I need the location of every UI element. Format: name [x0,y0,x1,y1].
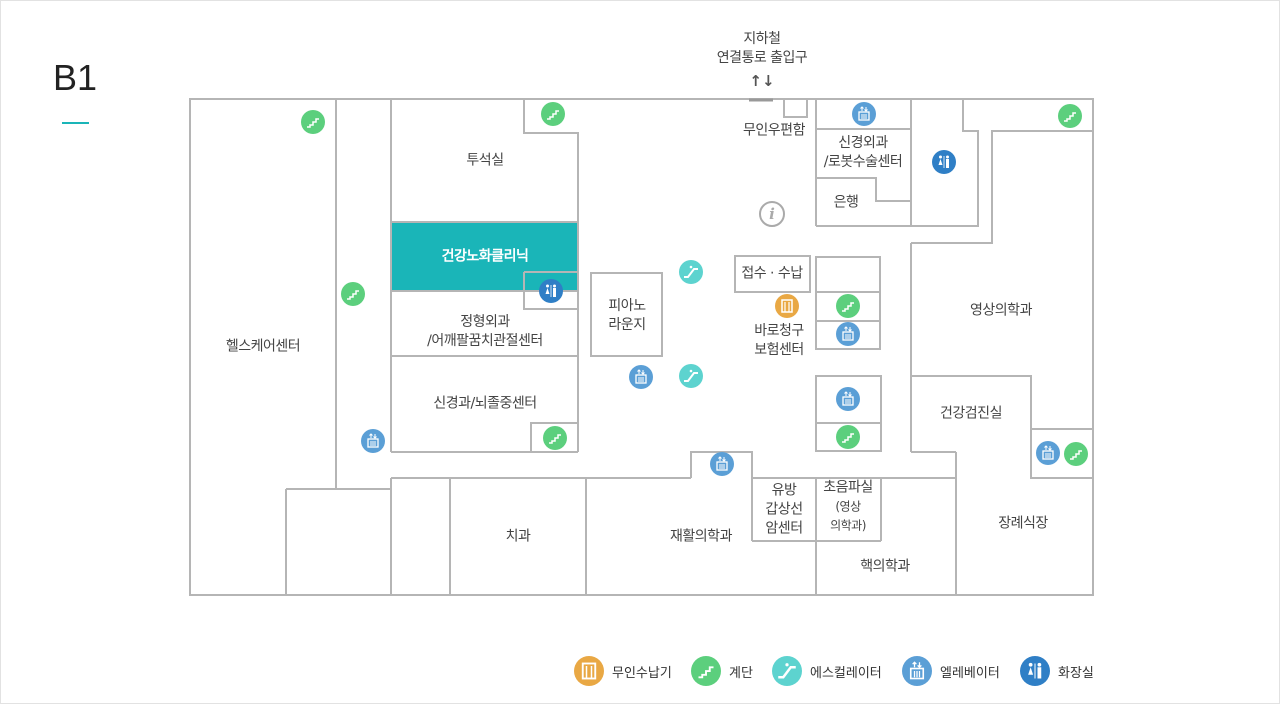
restroom-icon[interactable] [932,150,956,174]
stairs-icon[interactable] [1064,442,1088,466]
legend-label: 계단 [729,665,753,681]
elevator-icon[interactable] [361,429,385,453]
stairs-icon[interactable] [301,110,325,134]
escalator-icon[interactable] [679,364,703,388]
insurance-line2: 보험센터 [754,342,804,358]
legend-kiosk: 무인수납기 [574,656,672,686]
elevator-icon[interactable] [710,452,734,476]
breast-line3: 암센터 [765,520,803,537]
up-down-arrows-icon: ↑↓ [749,72,775,90]
payment-kiosk-icon [574,656,604,686]
piano-line2: 라운지 [608,317,646,333]
subway-entrance-line1: 지하철 [743,31,781,47]
ultrasound-line2: (영상 [835,499,861,514]
ultrasound-line3: 의학과) [830,518,866,533]
room-neurology: 신경과/뇌졸중센터 [433,395,537,412]
elevator-icon [902,656,932,686]
room-mailbox: 무인우편함 [743,122,805,139]
room-funeral-hall: 장례식장 [998,515,1048,532]
legend-escalator: 에스컬레이터 [772,656,882,686]
legend-label: 에스컬레이터 [810,665,882,681]
neurosurgery-line2: /로봇수술센터 [823,154,903,170]
piano-line1: 피아노 [608,298,646,314]
room-bank: 은행 [833,194,859,211]
escalator-icon [772,656,802,686]
floor-title-underline [62,122,89,124]
payment-kiosk-icon[interactable] [775,294,799,318]
stairs-icon[interactable] [543,426,567,450]
subway-entrance-label: 지하철 연결통로 출입구 [717,30,808,68]
orthopedics-line2: /어깨팔꿈치관절센터 [427,333,543,349]
stairs-icon[interactable] [541,102,565,126]
room-neurosurgery: 신경외과/로봇수술센터 [824,134,903,172]
legend-label: 엘레베이터 [940,665,1000,681]
legend-restroom: 화장실 [1020,656,1094,686]
room-aging-clinic: 건강노화클리닉 [441,248,529,265]
orthopedics-line1: 정형외과 [460,314,510,330]
restroom-icon [1020,656,1050,686]
elevator-icon[interactable] [1036,441,1060,465]
stairs-icon[interactable] [341,282,365,306]
insurance-line1: 바로청구 [754,323,804,339]
escalator-icon[interactable] [679,260,703,284]
room-healthcare-center: 헬스케어센터 [225,338,301,355]
room-radiology: 영상의학과 [970,302,1032,319]
legend-stairs: 계단 [691,656,753,686]
elevator-icon[interactable] [852,102,876,126]
stairs-icon [691,656,721,686]
room-health-checkup: 건강검진실 [940,405,1002,422]
room-rehabilitation: 재활의학과 [670,528,732,545]
info-icon[interactable]: i [759,201,785,227]
room-dental: 치과 [505,528,531,545]
elevator-icon[interactable] [629,365,653,389]
legend-label: 무인수납기 [612,665,672,681]
stairs-icon[interactable] [836,294,860,318]
room-reception: 접수 · 수납 [741,265,803,282]
stairs-icon[interactable] [836,425,860,449]
floor-title: B1 [53,57,98,98]
elevator-icon[interactable] [836,387,860,411]
breast-line2: 갑상선 [765,501,803,518]
room-dialysis: 투석실 [466,152,504,169]
breast-line1: 유방 [771,482,797,499]
legend-label: 화장실 [1058,665,1094,681]
elevator-icon[interactable] [836,322,860,346]
subway-entrance-line2: 연결통로 출입구 [716,50,808,66]
restroom-icon[interactable] [539,279,563,303]
legend-elevator: 엘레베이터 [902,656,1000,686]
stairs-icon[interactable] [1058,104,1082,128]
ultrasound-line1: 초음파실 [823,479,873,496]
room-nuclear-medicine: 핵의학과 [860,558,910,575]
neurosurgery-line1: 신경외과 [838,135,888,151]
room-orthopedics: 정형외과/어깨팔꿈치관절센터 [427,313,543,351]
